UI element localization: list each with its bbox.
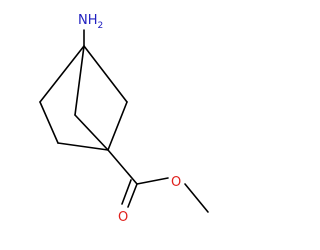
bond-c1-c2 [39, 45, 85, 103]
bond-ccarbonyl-o-double-b [121, 179, 132, 205]
carbonyl-oxygen-label: O [118, 210, 128, 225]
ester-oxygen-label: O [171, 175, 181, 190]
bond-ccarbonyl-o-single [136, 177, 169, 185]
bond-o-methyl [184, 183, 209, 213]
structure-canvas: NH2 O O [39, 13, 209, 225]
bond-c1-c6 [74, 45, 85, 116]
bond-c5-c4 [107, 101, 128, 151]
amine-label: NH2 [78, 13, 103, 31]
bond-c1-c5 [83, 45, 128, 103]
bicyclopentane-structure: NH2 O O [39, 13, 209, 225]
bond-c4-ccarbonyl [107, 149, 138, 185]
bond-c6-c4 [74, 114, 109, 151]
bond-c3-c4 [57, 142, 109, 151]
bond-c2-c3 [39, 101, 59, 144]
bond-ccarbonyl-o-double-a [127, 183, 138, 208]
